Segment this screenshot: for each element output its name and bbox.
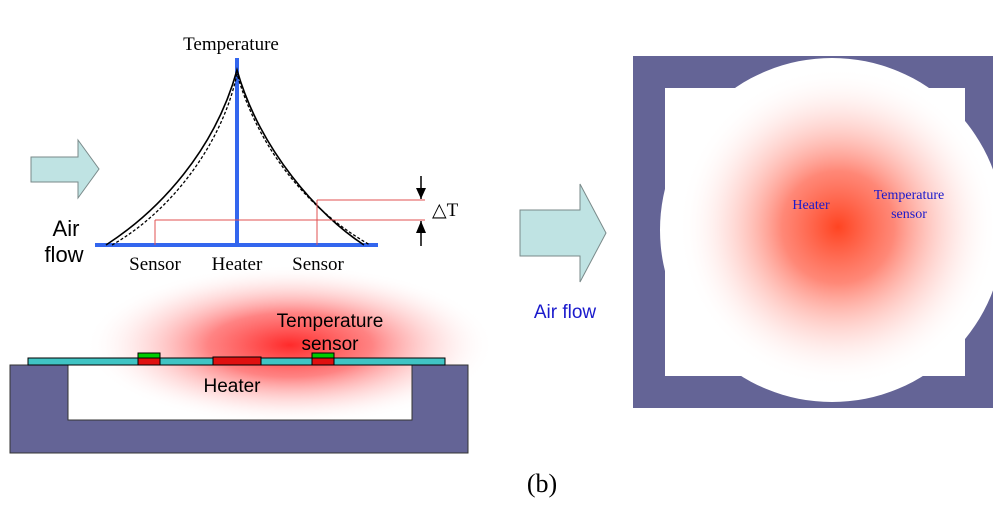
sensor-left-label: Sensor: [129, 254, 181, 275]
sensor-left-element: [137, 357, 161, 366]
temperature-profile-graph: [95, 58, 426, 247]
heat-glow-top: [678, 67, 998, 387]
heater-element: [212, 356, 262, 366]
air-flow-left-label-line2: flow: [44, 242, 83, 267]
heat-glow-side: [85, 265, 495, 425]
delta-t-arrows: [416, 176, 426, 246]
cross-section-temp-sensor-line2: sensor: [301, 334, 359, 355]
graph-axis-label: Temperature: [183, 34, 279, 55]
sensor-left-pad: [137, 352, 161, 359]
air-flow-left-label-line1: Air: [53, 216, 80, 241]
top-view-temp-sensor-line1: Temperature: [874, 188, 945, 203]
air-flow-arrow-left: [30, 138, 100, 200]
top-view: [633, 56, 1000, 408]
profile-curve-dashed: [111, 73, 371, 246]
cross-section: [9, 265, 495, 454]
delta-t-label: △T: [432, 200, 459, 221]
cross-section-heater-label: Heater: [203, 376, 261, 397]
top-view-heater-label: Heater: [792, 198, 830, 213]
air-flow-center-label: Air flow: [534, 302, 597, 323]
cross-section-temp-sensor-line1: Temperature: [277, 311, 384, 332]
figure-caption: (b): [527, 469, 557, 498]
top-view-temp-sensor-line2: sensor: [891, 207, 927, 222]
sensor-right-element: [311, 357, 335, 366]
air-flow-arrow-center: [519, 183, 607, 283]
